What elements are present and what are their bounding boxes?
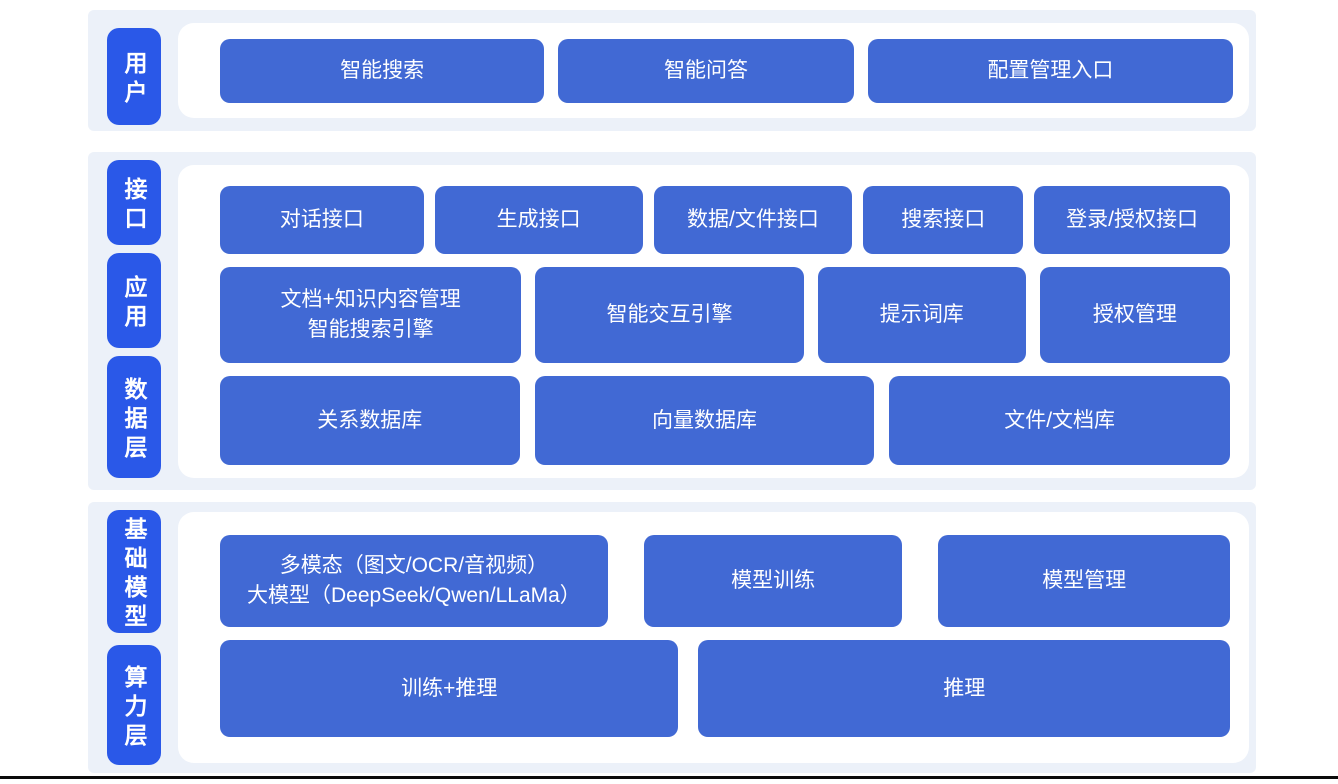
node-authorization-management: 授权管理 — [1039, 267, 1231, 363]
bottom-layers-panel: 多模态（图文/OCR/音视频） 大模型（DeepSeek/Qwen/LLaMa）… — [178, 512, 1249, 763]
node-smart-search: 智能搜索 — [220, 38, 545, 103]
node-file-document-store: 文件/文档库 — [889, 376, 1230, 465]
node-generation-api: 生成接口 — [434, 186, 643, 254]
node-doc-knowledge-management-search-engine: 文档+知识内容管理 智能搜索引擎 — [220, 267, 522, 363]
node-model-management: 模型管理 — [938, 535, 1230, 627]
middle-layers-panel: 对话接口 生成接口 数据/文件接口 搜索接口 登录/授权接口 文档+知识内容管理… — [178, 165, 1249, 478]
node-smart-qa: 智能问答 — [558, 38, 854, 103]
node-smart-interaction-engine: 智能交互引擎 — [535, 267, 804, 363]
node-config-management-entry: 配置管理入口 — [867, 38, 1234, 103]
layer-pill-interface: 接口 — [107, 160, 161, 245]
node-multimodal-large-model: 多模态（图文/OCR/音视频） 大模型（DeepSeek/Qwen/LLaMa） — [220, 535, 608, 627]
node-search-api: 搜索接口 — [863, 186, 1024, 254]
layer-pill-application: 应用 — [107, 253, 161, 348]
user-layer-band: 用户 智能搜索 智能问答 配置管理入口 — [88, 10, 1256, 131]
node-dialog-api: 对话接口 — [220, 186, 424, 254]
node-login-auth-api: 登录/授权接口 — [1034, 186, 1230, 254]
compute-row: 训练+推理 推理 — [220, 640, 1230, 737]
node-inference: 推理 — [698, 640, 1230, 737]
foundation-model-row: 多模态（图文/OCR/音视频） 大模型（DeepSeek/Qwen/LLaMa）… — [220, 535, 1230, 627]
interface-row: 对话接口 生成接口 数据/文件接口 搜索接口 登录/授权接口 — [220, 186, 1230, 254]
layer-pill-data: 数据层 — [107, 356, 161, 478]
layer-pill-user: 用户 — [107, 28, 161, 125]
node-data-file-api: 数据/文件接口 — [653, 186, 853, 254]
application-row: 文档+知识内容管理 智能搜索引擎 智能交互引擎 提示词库 授权管理 — [220, 267, 1231, 363]
node-vector-database: 向量数据库 — [534, 376, 875, 465]
middle-layers-band: 接口 应用 数据层 对话接口 生成接口 数据/文件接口 搜索接口 登录/授权接口… — [88, 152, 1256, 490]
bottom-divider-line — [0, 776, 1338, 779]
bottom-layers-band: 基础模型 算力层 多模态（图文/OCR/音视频） 大模型（DeepSeek/Qw… — [88, 502, 1256, 773]
node-training-plus-inference: 训练+推理 — [220, 640, 679, 737]
layer-pill-foundation-model: 基础模型 — [107, 510, 161, 633]
layer-pill-compute: 算力层 — [107, 645, 161, 765]
node-model-training: 模型训练 — [643, 535, 903, 627]
node-relational-database: 关系数据库 — [220, 376, 520, 465]
user-layer-panel: 智能搜索 智能问答 配置管理入口 — [178, 23, 1249, 118]
node-prompt-library: 提示词库 — [817, 267, 1026, 363]
data-row: 关系数据库 向量数据库 文件/文档库 — [220, 376, 1230, 465]
